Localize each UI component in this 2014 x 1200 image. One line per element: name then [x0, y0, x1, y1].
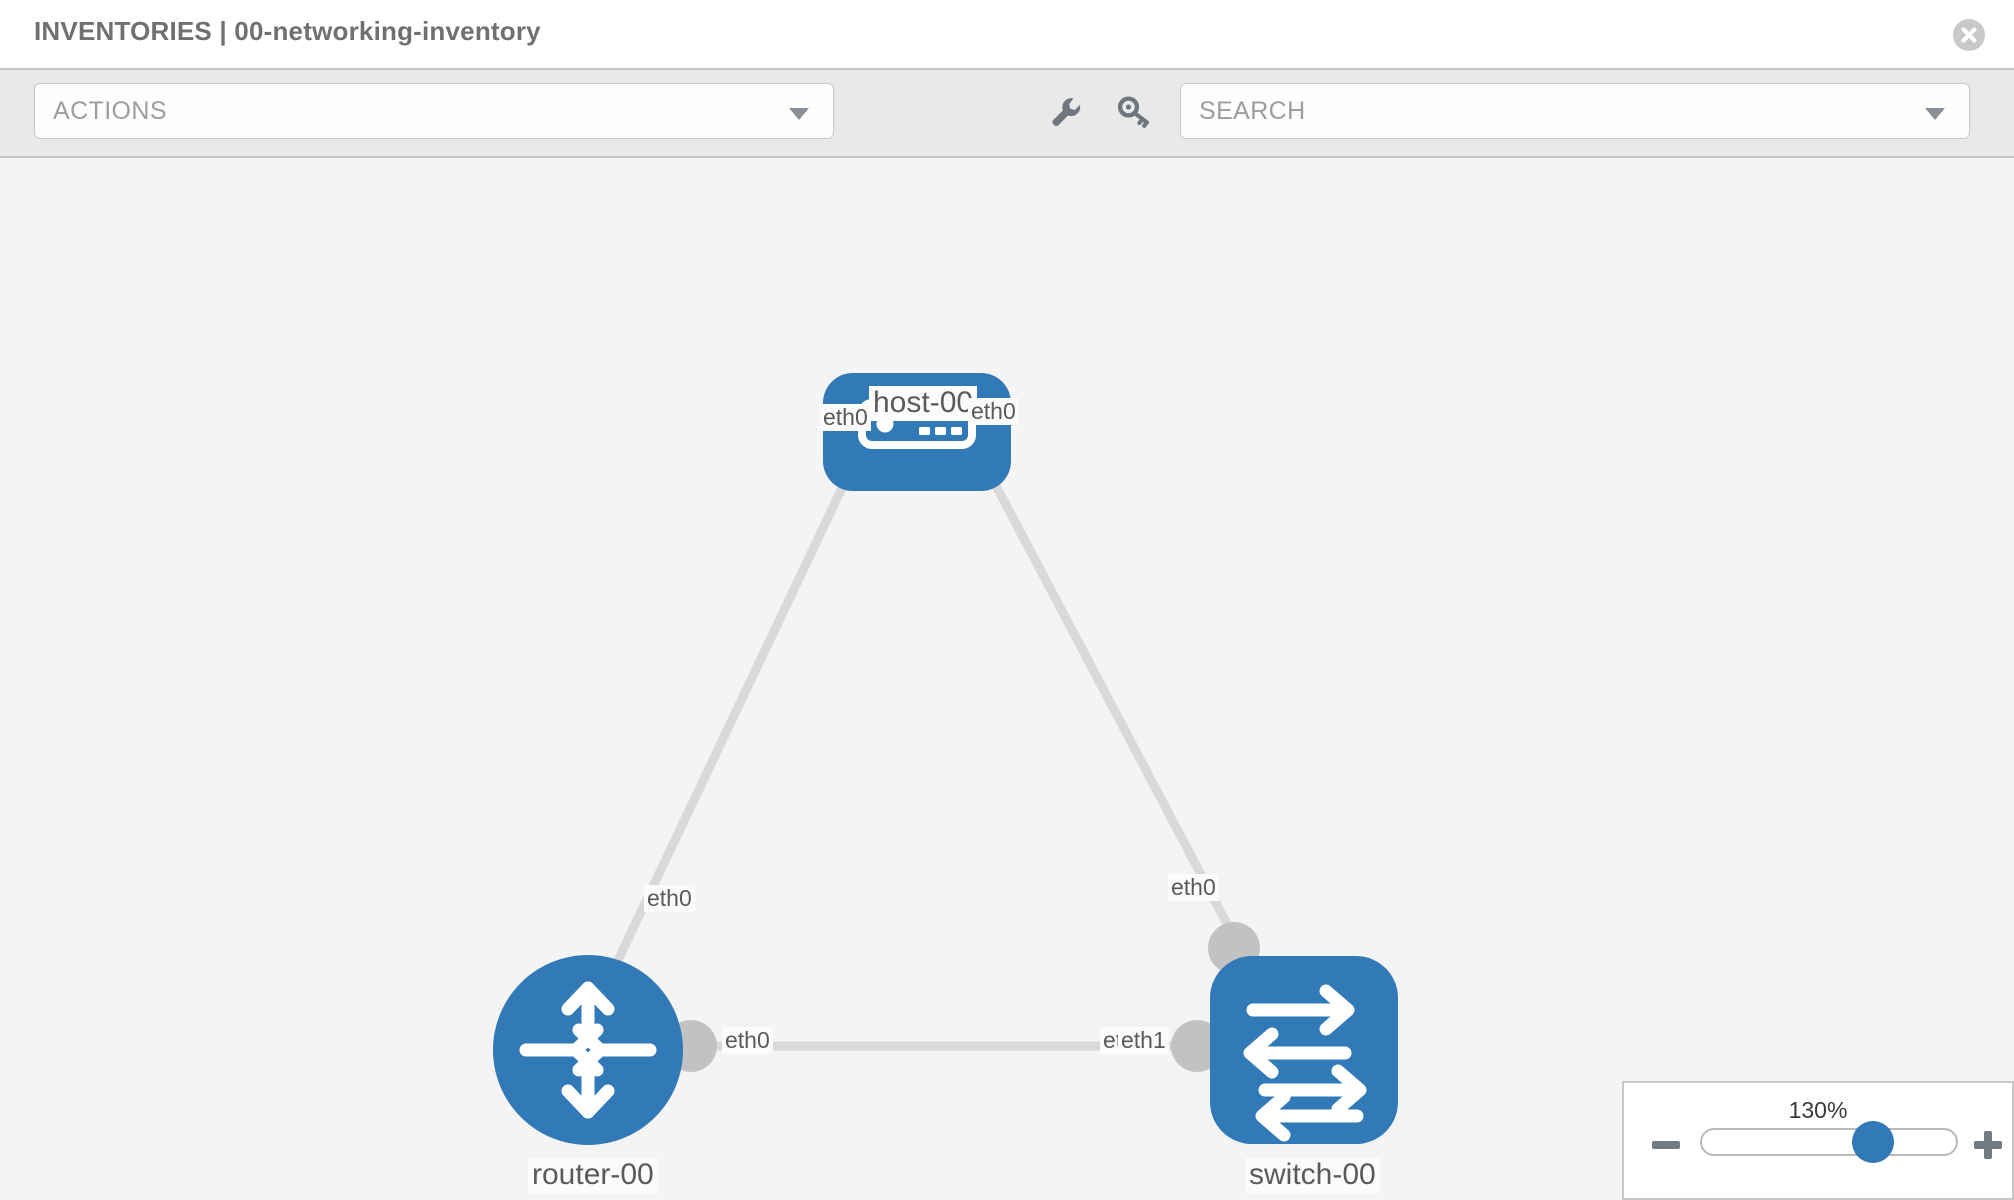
- toolbar: ACTIONS SEARCH: [0, 68, 2014, 158]
- wrench-icon[interactable]: [1046, 92, 1086, 132]
- node-label-router-00: router-00: [528, 1158, 658, 1193]
- zoom-level-label: 130%: [1788, 1097, 1848, 1123]
- plus-icon-vertical-bar[interactable]: [1984, 1131, 1992, 1159]
- node-switch-00[interactable]: [1210, 956, 1398, 1144]
- zoom-slider-thumb[interactable]: [1852, 1121, 1894, 1163]
- chevron-down-icon: [789, 108, 809, 120]
- minus-icon[interactable]: [1652, 1141, 1680, 1149]
- edge-label-host-switch-eth0: eth0: [968, 398, 1019, 426]
- edge-host-router[interactable]: [595, 406, 885, 1000]
- key-icon[interactable]: [1114, 92, 1154, 132]
- graph-edges: [595, 405, 1249, 1051]
- node-label-switch-00: switch-00: [1245, 1158, 1380, 1193]
- edge-label-host-router-eth0: eth0: [820, 404, 871, 432]
- actions-dropdown[interactable]: ACTIONS: [34, 83, 834, 139]
- edge-label-router-switch-eth0: eth0: [722, 1027, 773, 1055]
- switch-icon: [1243, 984, 1367, 1142]
- edge-label-router-host-eth0: eth0: [644, 885, 695, 913]
- edge-label-switch-router-eth1: eth1: [1118, 1027, 1169, 1055]
- topology-canvas[interactable]: host-00 router-00 switch-00 eth0 eth0 et…: [0, 158, 2014, 1200]
- node-router-00[interactable]: [493, 955, 683, 1145]
- zoom-slider-track[interactable]: [1700, 1128, 1958, 1156]
- page-header: INVENTORIES | 00-networking-inventory: [0, 0, 2014, 68]
- router-icon: [519, 981, 657, 1119]
- zoom-control-panel: 130%: [1622, 1081, 2014, 1200]
- actions-dropdown-label: ACTIONS: [53, 97, 167, 125]
- topology-graph: [493, 373, 1398, 1145]
- node-label-host-00: host-00: [869, 386, 978, 421]
- close-icon[interactable]: [1952, 18, 1986, 52]
- edge-label-switch-host-eth0: eth0: [1168, 874, 1219, 902]
- page-title: INVENTORIES | 00-networking-inventory: [34, 16, 541, 46]
- search-placeholder: SEARCH: [1199, 97, 1306, 125]
- chevron-down-icon[interactable]: [1925, 108, 1945, 120]
- edge-host-switch[interactable]: [951, 405, 1249, 961]
- search-input[interactable]: SEARCH: [1180, 83, 1970, 139]
